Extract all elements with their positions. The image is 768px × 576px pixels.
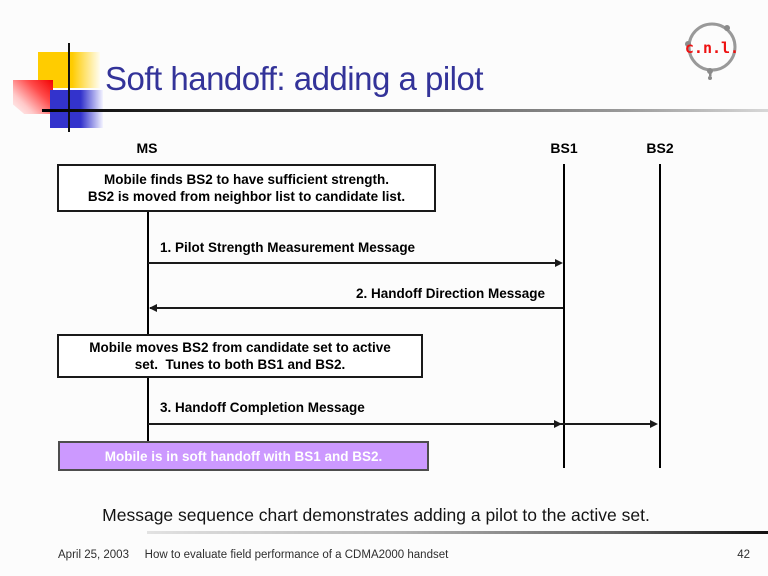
logo-text: c.n.l. [685, 39, 739, 57]
note-line: Mobile moves BS2 from candidate set to a… [89, 340, 391, 355]
actor-label-bs2: BS2 [646, 140, 674, 156]
footer-page-number: 42 [737, 549, 750, 561]
message-arrow-2 [150, 307, 563, 309]
message-label-1: 1. Pilot Strength Measurement Message [160, 240, 416, 255]
arrowhead-left-icon [149, 304, 157, 312]
note-box-active-set: Mobile moves BS2 from candidate set to a… [57, 334, 423, 378]
note-line: BS2 is moved from neighbor list to candi… [87, 189, 406, 204]
note-box-candidate-list: Mobile finds BS2 to have sufficient stre… [57, 164, 436, 212]
footer-subject: How to evaluate field performance of a C… [144, 549, 449, 561]
arrowhead-right-icon [650, 420, 658, 428]
page-title: Soft handoff: adding a pilot [105, 60, 484, 97]
lifeline-ms [147, 212, 149, 441]
note-line: set. Tunes to both BS1 and BS2. [134, 357, 346, 372]
decoration-red-shape [13, 80, 53, 114]
lifeline-bs1 [563, 164, 565, 468]
message-arrow-3 [148, 423, 655, 425]
actor-label-bs1: BS1 [550, 140, 578, 156]
footer-rule [147, 531, 768, 534]
cnl-logo-icon: c.n.l. [684, 18, 742, 80]
message-label-2: 2. Handoff Direction Message [355, 286, 545, 301]
note-line: Mobile finds BS2 to have sufficient stre… [103, 172, 390, 187]
footer-date: April 25, 2003 [58, 549, 129, 561]
message-label-3: 3. Handoff Completion Message [160, 400, 365, 415]
actor-label-ms: MS [136, 140, 158, 156]
decoration-crosshair-line [68, 43, 70, 132]
status-box-soft-handoff: Mobile is in soft handoff with BS1 and B… [58, 441, 429, 471]
arrowhead-right-icon [555, 259, 563, 267]
title-underline-rule [42, 109, 768, 112]
lifeline-bs2 [659, 164, 661, 468]
slide-caption: Message sequence chart demonstrates addi… [102, 505, 650, 525]
message-arrow-1 [148, 262, 559, 264]
status-text: Mobile is in soft handoff with BS1 and B… [104, 448, 383, 464]
arrowhead-right-icon [554, 420, 562, 428]
